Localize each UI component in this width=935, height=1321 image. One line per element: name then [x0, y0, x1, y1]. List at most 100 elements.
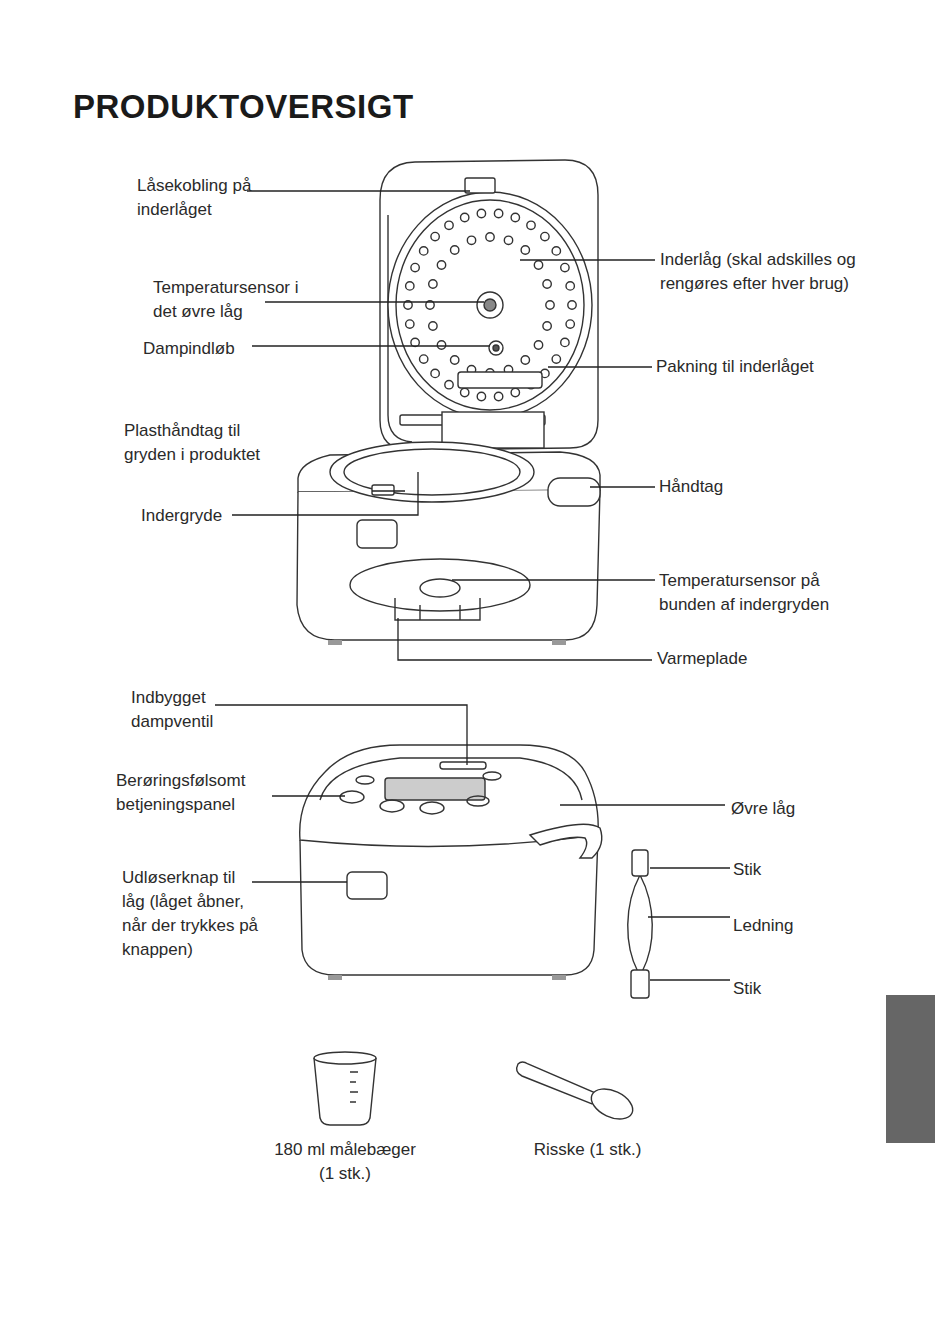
- part-label: Ledning: [733, 914, 794, 938]
- vent-hole: [420, 247, 428, 255]
- vent-hole: [437, 261, 445, 269]
- part-label: Plasthåndtag til gryden i produktet: [124, 419, 286, 467]
- lid-surface: [320, 758, 582, 800]
- vent-hole: [429, 322, 437, 330]
- vent-hole: [534, 261, 542, 269]
- foot: [552, 640, 566, 645]
- leader-line: [265, 301, 484, 302]
- foot: [552, 975, 566, 980]
- inner-pot-rim: [330, 442, 534, 502]
- part-label: Pakning til inderlåget: [656, 355, 814, 379]
- panel-button: [483, 772, 501, 780]
- vent-holes: [404, 209, 576, 400]
- leader-line: [232, 472, 418, 515]
- plug: [631, 970, 649, 998]
- leader-line: [398, 618, 652, 660]
- closed-body: [300, 835, 598, 975]
- vent-hole: [543, 280, 551, 288]
- vent-hole: [431, 369, 439, 377]
- vent-hole: [445, 221, 453, 229]
- vent-hole: [552, 355, 560, 363]
- leader-line: [590, 486, 655, 487]
- part-label: Berøringsfølsomt betjeningspanel: [116, 769, 284, 817]
- panel-button: [356, 776, 374, 784]
- vent-hole: [429, 280, 437, 288]
- vent-hole: [431, 232, 439, 240]
- vent-hole: [511, 388, 519, 396]
- spoon-bowl: [587, 1083, 638, 1125]
- vent-hole: [451, 356, 459, 364]
- part-label: Stik: [733, 858, 761, 882]
- handle: [530, 824, 602, 858]
- vent-hole: [552, 247, 560, 255]
- inner-lid-gasket: [396, 200, 584, 410]
- lid-hinge: [458, 372, 542, 388]
- bottom-sensor: [420, 579, 460, 597]
- part-label: Inderlåg (skal adskilles og rengøres eft…: [660, 248, 888, 296]
- part-label: 180 ml målebæger (1 stk.): [270, 1138, 420, 1186]
- vent-hole: [566, 282, 574, 290]
- part-label: Dampindløb: [143, 337, 235, 361]
- vent-hole: [546, 301, 554, 309]
- lid-sensor: [477, 292, 503, 318]
- vent-hole: [477, 392, 485, 400]
- vent-hole: [561, 338, 569, 346]
- panel-button: [467, 796, 489, 806]
- vent-hole: [461, 213, 469, 221]
- leader-line: [215, 705, 467, 765]
- leader-line: [650, 867, 730, 868]
- vent-hole: [467, 236, 475, 244]
- panel-button: [340, 791, 364, 803]
- measuring-cup: [314, 1058, 376, 1125]
- leader-line: [272, 795, 345, 796]
- vent-hole: [437, 341, 445, 349]
- part-label: Temperatursensor i det øvre låg: [153, 276, 321, 324]
- plug: [632, 850, 648, 876]
- vent-hole: [486, 233, 494, 241]
- vent-hole: [477, 209, 485, 217]
- panel-button: [420, 802, 444, 814]
- open-lid: [380, 160, 598, 450]
- vent-hole: [543, 322, 551, 330]
- vent-hole: [534, 341, 542, 349]
- vent-hole: [451, 246, 459, 254]
- part-label: Øvre låg: [731, 797, 795, 821]
- vent-hole: [561, 263, 569, 271]
- lid-sensor-core: [484, 299, 496, 311]
- language-tab: [886, 995, 935, 1143]
- leader-line: [520, 259, 655, 260]
- part-label: Håndtag: [659, 475, 723, 499]
- leader-line: [648, 916, 730, 917]
- vent-hole: [511, 213, 519, 221]
- page-title: PRODUKTOVERSIGT: [73, 88, 414, 126]
- pot-handle: [372, 485, 394, 495]
- steam-valve: [440, 762, 486, 769]
- leader-line: [452, 579, 655, 580]
- vent-hole: [420, 355, 428, 363]
- inner-lid: [388, 192, 592, 418]
- leader-line: [548, 366, 652, 367]
- leader-line: [650, 979, 730, 980]
- release-button: [347, 872, 387, 899]
- vent-hole: [568, 301, 576, 309]
- leader-line: [372, 490, 405, 491]
- part-label: Varmeplade: [657, 647, 747, 671]
- body: [297, 490, 600, 640]
- part-label: Temperatursensor på bunden af indergryde…: [659, 569, 855, 617]
- panel-button: [380, 800, 404, 812]
- vent-hole: [541, 232, 549, 240]
- cord: [628, 875, 653, 972]
- steam-inlet-core: [493, 345, 499, 351]
- vent-hole: [406, 282, 414, 290]
- cup-scale: [350, 1072, 358, 1102]
- part-label: Indergryde: [141, 504, 222, 528]
- vent-hole: [406, 320, 414, 328]
- vent-hole: [521, 356, 529, 364]
- foot: [328, 640, 342, 645]
- vent-hole: [566, 320, 574, 328]
- leader-lines: [215, 191, 730, 980]
- vent-hole: [521, 246, 529, 254]
- vent-hole: [494, 392, 502, 400]
